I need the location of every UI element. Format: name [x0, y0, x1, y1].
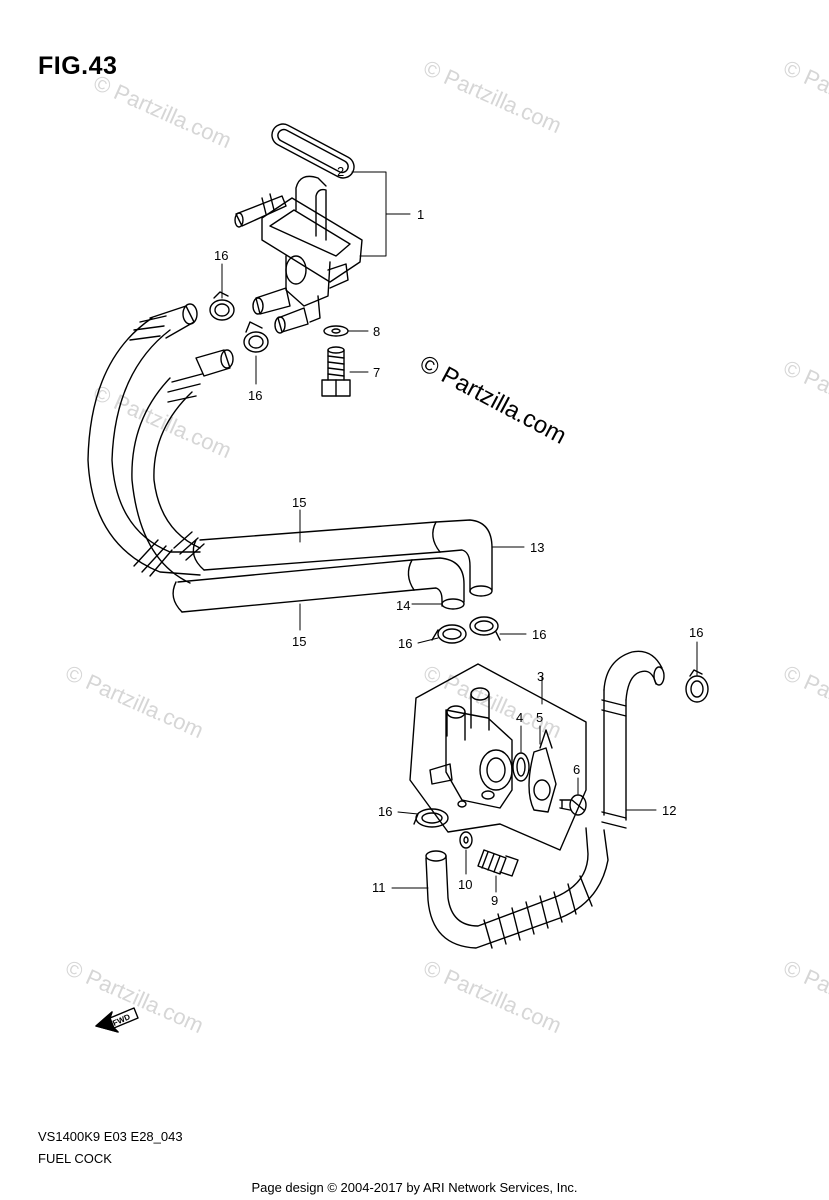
callout-3: 3: [537, 669, 544, 684]
footer-copyright: Page design © 2004-2017 by ARI Network S…: [251, 1180, 578, 1195]
callout-12: 12: [662, 803, 676, 818]
hose-part-15-inner: [131, 349, 234, 584]
callout-15: 15: [292, 634, 306, 649]
gasket-part-2: [271, 123, 355, 179]
callout-4: 4: [516, 710, 523, 725]
callout-9: 9: [491, 893, 498, 908]
lever-part-5: [528, 729, 557, 813]
fuel-cock-part-1: [234, 175, 363, 334]
hose-part-13: [432, 519, 493, 597]
clamp-part-16: [243, 321, 269, 353]
callout-5: 5: [536, 710, 543, 725]
callout-7: 7: [373, 365, 380, 380]
bolt-part-9: [477, 849, 519, 877]
callout-15: 15: [292, 495, 306, 510]
callout-16: 16: [248, 388, 262, 403]
oring-part-4: [512, 752, 530, 782]
callout-numbers: 2 1 8 7 16 16 15 15 13 14 16 16 16 3 4 5…: [214, 164, 703, 908]
clamp-part-16: [469, 616, 501, 641]
clamp-part-16: [413, 808, 449, 828]
callout-16: 16: [378, 804, 392, 819]
washer-part-10: [459, 831, 473, 849]
hose-part-11: [425, 827, 609, 949]
diagram-code: VS1400K9 E03 E28_043: [38, 1129, 183, 1144]
clamp-part-16: [431, 624, 467, 644]
hose-part-15-straight-upper: [192, 521, 441, 571]
callout-16: 16: [398, 636, 412, 651]
callout-13: 13: [530, 540, 544, 555]
hose-part-15-upper: [87, 303, 201, 577]
screw-part-6: [559, 794, 587, 816]
hose-part-15-straight-lower: [172, 559, 415, 613]
callout-2: 2: [337, 164, 344, 179]
fwd-arrow-icon: [95, 1007, 139, 1033]
figure-title: FIG.43: [38, 52, 118, 80]
callout-8: 8: [373, 324, 380, 339]
diagram-name: FUEL COCK: [38, 1151, 112, 1166]
callout-16: 16: [214, 248, 228, 263]
callout-10: 10: [458, 877, 472, 892]
clamp-part-16: [209, 291, 235, 321]
callout-11: 11: [372, 880, 386, 895]
hose-part-12: [601, 650, 665, 829]
fuel-cock-body-part-3: [429, 687, 513, 809]
leader-lines: [221, 171, 698, 893]
callout-6: 6: [573, 762, 580, 777]
callout-14: 14: [396, 598, 410, 613]
callout-16: 16: [532, 627, 546, 642]
washer-part-8: [323, 325, 349, 337]
kit-boundary-part-3: [409, 663, 587, 851]
callout-1: 1: [417, 207, 424, 222]
hose-part-14: [407, 557, 465, 610]
bolt-part-7: [321, 346, 351, 397]
callout-16: 16: [689, 625, 703, 640]
